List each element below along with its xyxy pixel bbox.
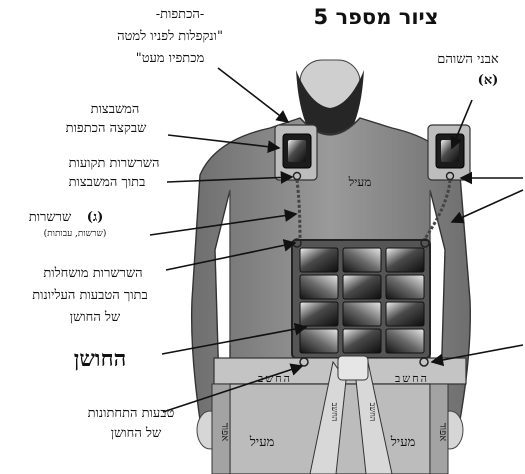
breastplate-stone-icon	[300, 302, 338, 326]
label-lower-rings-line2: של החושן	[86, 425, 186, 442]
label-inserted-line1: השרשרות מושחלות	[18, 265, 168, 282]
label-onyx-line1: אבני השוהם	[420, 51, 516, 68]
cheshev-right-text: החשב	[395, 372, 429, 385]
arrow-icon	[218, 68, 288, 122]
breastplate-stone-icon	[343, 248, 381, 272]
label-onyx-letter: (א)	[472, 72, 504, 89]
meil-right-text: מעיל	[390, 435, 416, 450]
label-chains-fixed-line2: בתוך המשבצות	[42, 174, 172, 191]
breastplate-stone-icon	[343, 302, 381, 326]
label-chains-fixed-line1: השרשרות תקועות	[44, 155, 184, 172]
cheshev-left-text: החשב	[258, 372, 292, 385]
label-chains-sub: (שרשות, עבותות)	[20, 229, 130, 240]
meil-left-text: מעיל	[249, 435, 275, 450]
breastplate-stone-icon	[300, 275, 338, 299]
efod-left-text: אפוד	[219, 423, 230, 442]
onyx-stone-icon	[436, 134, 464, 168]
label-lower-rings-line1: טבעות התחתונות	[66, 405, 196, 422]
label-inserted-line3: של החושן	[50, 309, 140, 326]
breastplate	[292, 239, 430, 358]
label-chains-word: שרשרות	[18, 209, 82, 226]
label-chains-letter: (ג)	[80, 209, 110, 226]
breastplate-stone-icon	[343, 329, 381, 353]
label-hoshen: החושן	[40, 346, 160, 372]
breastplate-stone-icon	[386, 329, 424, 353]
label-inserted-line2: בתוך הטבעות העליונות	[10, 287, 170, 304]
sash-text-1: החשב	[330, 403, 339, 422]
breastplate-stone-icon	[300, 329, 338, 353]
page-title: ציור מספר 5	[286, 5, 466, 29]
label-shoulders-title: -הכתפות-	[120, 6, 240, 23]
breastplate-stone-icon	[300, 248, 338, 272]
label-settings-line2: שבקצה הכתפות	[36, 120, 176, 137]
onyx-stone-icon	[283, 134, 311, 168]
label-shoulders-line2: מכתפיו מעט"	[110, 50, 230, 67]
label-settings-line1: המשבצות	[50, 101, 180, 118]
label-shoulders-line1: "ונקפלות לפניו למטה	[90, 28, 250, 45]
breastplate-stone-icon	[343, 275, 381, 299]
meil-chest-text: מעיל	[348, 175, 372, 189]
breastplate-stone-icon	[386, 248, 424, 272]
breastplate-stone-icon	[386, 275, 424, 299]
efod-right-text: אפוד	[437, 423, 448, 442]
breastplate-stone-icon	[386, 302, 424, 326]
sash-text-2: החשב	[368, 403, 377, 422]
